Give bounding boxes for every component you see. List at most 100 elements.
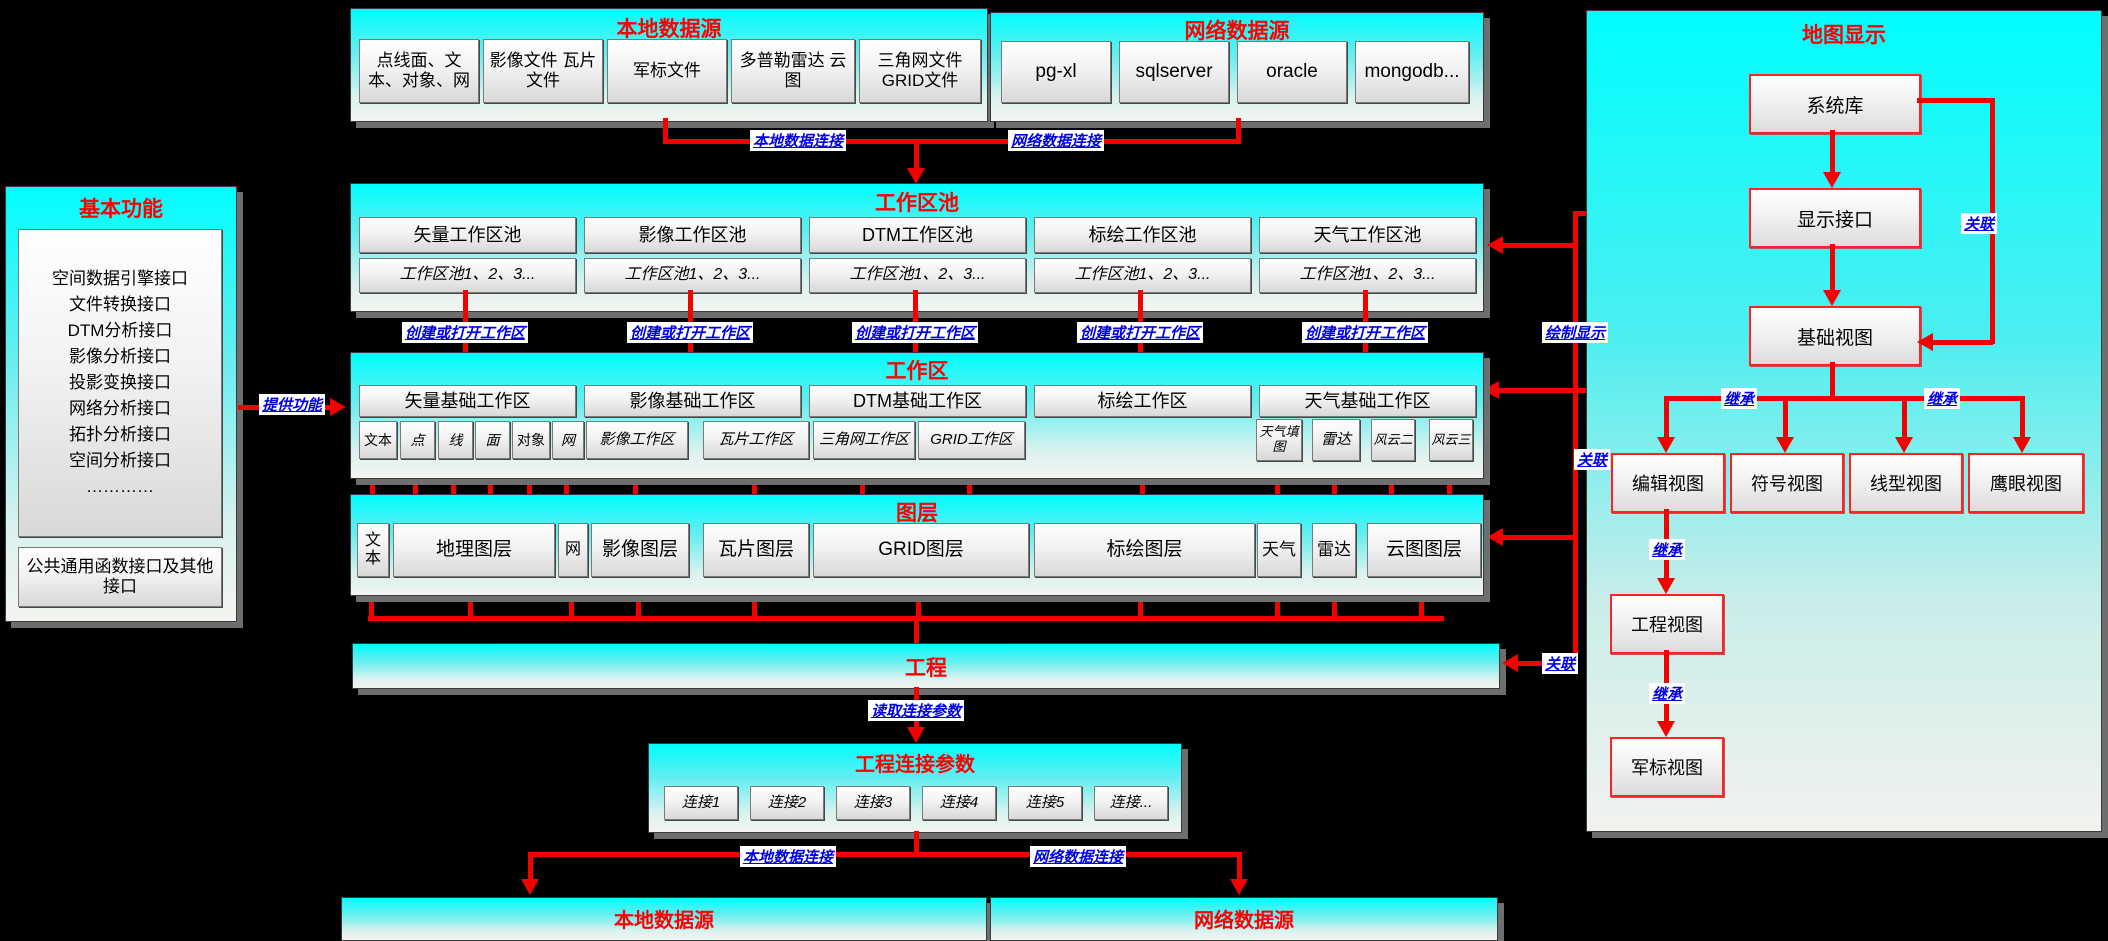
pool-instances: 工作区池1、2、3... — [1034, 258, 1251, 293]
pool-instances: 工作区池1、2、3... — [1259, 258, 1476, 293]
arrowhead — [1917, 333, 1933, 351]
list-item: 空间分析接口 — [69, 451, 171, 470]
label-create-open-workspace: 创建或打开工作区 — [1076, 322, 1204, 343]
label-create-open-workspace: 创建或打开工作区 — [401, 322, 529, 343]
connector-line — [1499, 388, 1596, 393]
label-provide-function: 提供功能 — [258, 394, 326, 415]
arrowhead — [907, 168, 925, 184]
connector-line — [663, 118, 668, 144]
label-inherit: 继承 — [1923, 388, 1961, 409]
workspace-item: DTM基础工作区 — [809, 385, 1026, 417]
connector-line — [1236, 118, 1241, 144]
connector-line — [451, 470, 456, 500]
node-project-view: 工程视图 — [1610, 594, 1724, 654]
map-display-title: 地图显示 — [1802, 24, 1886, 47]
workspace-subitem: 风云三 — [1429, 419, 1473, 461]
datasource-item: sqlserver — [1119, 41, 1229, 103]
connection-item: 连接5 — [1008, 786, 1082, 820]
workspace-item: 天气基础工作区 — [1259, 385, 1476, 417]
layer-item: 瓦片图层 — [703, 523, 809, 577]
connector-line — [1389, 472, 1394, 506]
label-network-data-connect: 网络数据连接 — [1008, 130, 1105, 151]
connector-line — [914, 144, 919, 170]
node-base-view: 基础视图 — [1749, 306, 1921, 366]
connector-line — [1664, 401, 1669, 437]
workspace-band: 工作区 矢量基础工作区 影像基础工作区 DTM基础工作区 标绘工作区 天气基础工… — [350, 352, 1484, 479]
connector-line — [1933, 340, 1993, 345]
layers-band: 图层 文本 地理图层 网 影像图层 瓦片图层 GRID图层 标绘图层 天气 雷达… — [350, 494, 1484, 596]
layers-title: 图层 — [896, 502, 938, 525]
connector-line — [1275, 588, 1280, 618]
label-local-data-connect: 本地数据连接 — [739, 846, 837, 867]
label-draw-display: 绘制显示 — [1541, 322, 1609, 343]
workspace-subitem: 面 — [475, 421, 510, 459]
label-network-data-connect: 网络数据连接 — [1029, 846, 1127, 867]
arrowhead — [1502, 654, 1518, 672]
workspace-subitem: 风云二 — [1371, 419, 1415, 461]
workspace-subitem: 天气填图 — [1256, 419, 1302, 461]
connector-line — [1447, 472, 1452, 506]
datasource-item: 影像文件 瓦片文件 — [483, 39, 603, 103]
connector-line — [1783, 401, 1788, 437]
connector-line — [369, 588, 374, 618]
layer-item: 雷达 — [1312, 523, 1356, 577]
connector-line — [1503, 535, 1575, 540]
node-edit-view: 编辑视图 — [1611, 453, 1725, 513]
workspace-subitem: 网 — [552, 421, 584, 459]
workspace-subitem: 瓦片工作区 — [703, 421, 809, 459]
list-item: ………… — [86, 477, 154, 496]
workspace-item: 标绘工作区 — [1034, 385, 1251, 417]
local-datasource-bottom-title: 本地数据源 — [614, 910, 714, 932]
node-system-library: 系统库 — [1749, 74, 1921, 134]
common-interface-box: 公共通用函数接口及其他接口 — [18, 547, 222, 607]
connector-line — [468, 588, 473, 618]
list-item: 网络分析接口 — [69, 399, 171, 418]
arrowhead — [2013, 437, 2031, 453]
pool-instances: 工作区池1、2、3... — [359, 258, 576, 293]
arrowhead — [1823, 290, 1841, 306]
connector-line — [1419, 588, 1424, 618]
pool-instances: 工作区池1、2、3... — [584, 258, 801, 293]
workspace-subitem: 影像工作区 — [586, 421, 688, 459]
datasource-item: pg-xl — [1001, 41, 1111, 103]
local-datasource-title: 本地数据源 — [616, 18, 722, 41]
layer-item: 天气 — [1257, 523, 1301, 577]
node-military-view: 军标视图 — [1610, 737, 1724, 797]
connection-item: 连接2 — [750, 786, 824, 820]
workspace-item: 影像基础工作区 — [584, 385, 801, 417]
connector-line — [527, 470, 532, 500]
local-datasource-top: 本地数据源 点线面、文本、对象、网 影像文件 瓦片文件 军标文件 多普勒雷达 云… — [350, 8, 988, 122]
basic-functions-list: 空间数据引擎接口 文件转换接口 DTM分析接口 影像分析接口 投影变换接口 网络… — [18, 229, 222, 537]
layer-item: 标绘图层 — [1034, 523, 1255, 577]
connector-line — [1237, 855, 1242, 879]
pool-instances: 工作区池1、2、3... — [809, 258, 1026, 293]
node-eagleeye-view: 鹰眼视图 — [1968, 453, 2084, 513]
connector-line — [1573, 211, 1578, 668]
arrowhead — [1657, 437, 1675, 453]
label-association: 关联 — [1960, 213, 1998, 234]
layer-item: 云图图层 — [1367, 523, 1481, 577]
workspace-item: 矢量基础工作区 — [359, 385, 576, 417]
connector-line — [528, 855, 533, 879]
workspace-subitem: 线 — [438, 421, 473, 459]
network-datasource-title: 网络数据源 — [1184, 20, 1290, 43]
list-item: 投影变换接口 — [69, 373, 171, 392]
arrowhead — [1230, 879, 1248, 895]
datasource-item: mongodb... — [1355, 41, 1469, 103]
workspace-subitem: 点 — [400, 421, 435, 459]
connector-line — [663, 139, 1241, 144]
arrowhead — [907, 727, 925, 743]
connector-line — [1830, 130, 1835, 174]
connector-line — [914, 831, 919, 855]
arrowhead — [1483, 381, 1499, 399]
pool-item: DTM工作区池 — [809, 217, 1026, 253]
connection-item: 连接4 — [922, 786, 996, 820]
list-item: DTM分析接口 — [67, 321, 173, 340]
connector-line — [368, 616, 1444, 621]
connector-line — [1138, 588, 1143, 618]
label-inherit: 继承 — [1720, 388, 1758, 409]
workspace-subitem: 三角网工作区 — [813, 421, 915, 459]
basic-functions-panel: 基本功能 空间数据引擎接口 文件转换接口 DTM分析接口 影像分析接口 投影变换… — [5, 186, 237, 622]
label-create-open-workspace: 创建或打开工作区 — [851, 322, 979, 343]
